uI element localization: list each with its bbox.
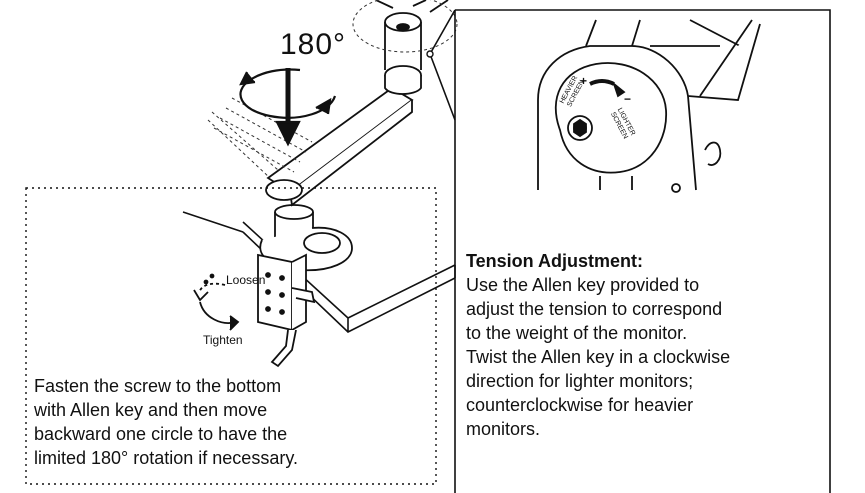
right-note-line: adjust the tension to correspond <box>466 299 723 319</box>
left-note-line: with Allen key and then move <box>34 400 268 420</box>
right-note-line: Use the Allen key provided to <box>466 275 700 295</box>
upper-arm <box>375 0 449 95</box>
left-instruction-text: Fasten the screw to the bottom with Alle… <box>34 374 434 470</box>
right-note-line: direction for lighter monitors; <box>466 371 694 391</box>
desk-clamp <box>257 253 316 368</box>
tighten-label: Tighten <box>203 333 243 347</box>
tension-knob-closeup <box>537 19 761 193</box>
callout-pointer <box>429 9 456 121</box>
loosen-tighten-arrows <box>193 273 240 331</box>
left-note-line: limited 180° rotation if necessary. <box>34 448 298 468</box>
right-note-line: Twist the Allen key in a clockwise <box>466 347 731 367</box>
right-note-line: to the weight of the monitor. <box>466 323 688 343</box>
loosen-label: Loosen <box>226 273 266 287</box>
right-note-line: monitors. <box>466 419 541 439</box>
rotation-ghosts <box>207 0 458 179</box>
minus-sign: − <box>624 92 632 106</box>
right-callout-frame <box>454 9 831 493</box>
rotation-arrows <box>239 68 337 147</box>
rotation-angle-label: 180° <box>280 28 347 61</box>
lower-arm <box>265 86 414 207</box>
tension-adjustment-text: Tension Adjustment: Use the Allen key pr… <box>466 249 826 441</box>
left-note-line: backward one circle to have the <box>34 424 288 444</box>
left-note-line: Fasten the screw to the bottom <box>34 376 282 396</box>
plus-sign: + <box>580 74 588 88</box>
right-note-line: counterclockwise for heavier <box>466 395 694 415</box>
tension-adjustment-title: Tension Adjustment: <box>466 251 643 271</box>
